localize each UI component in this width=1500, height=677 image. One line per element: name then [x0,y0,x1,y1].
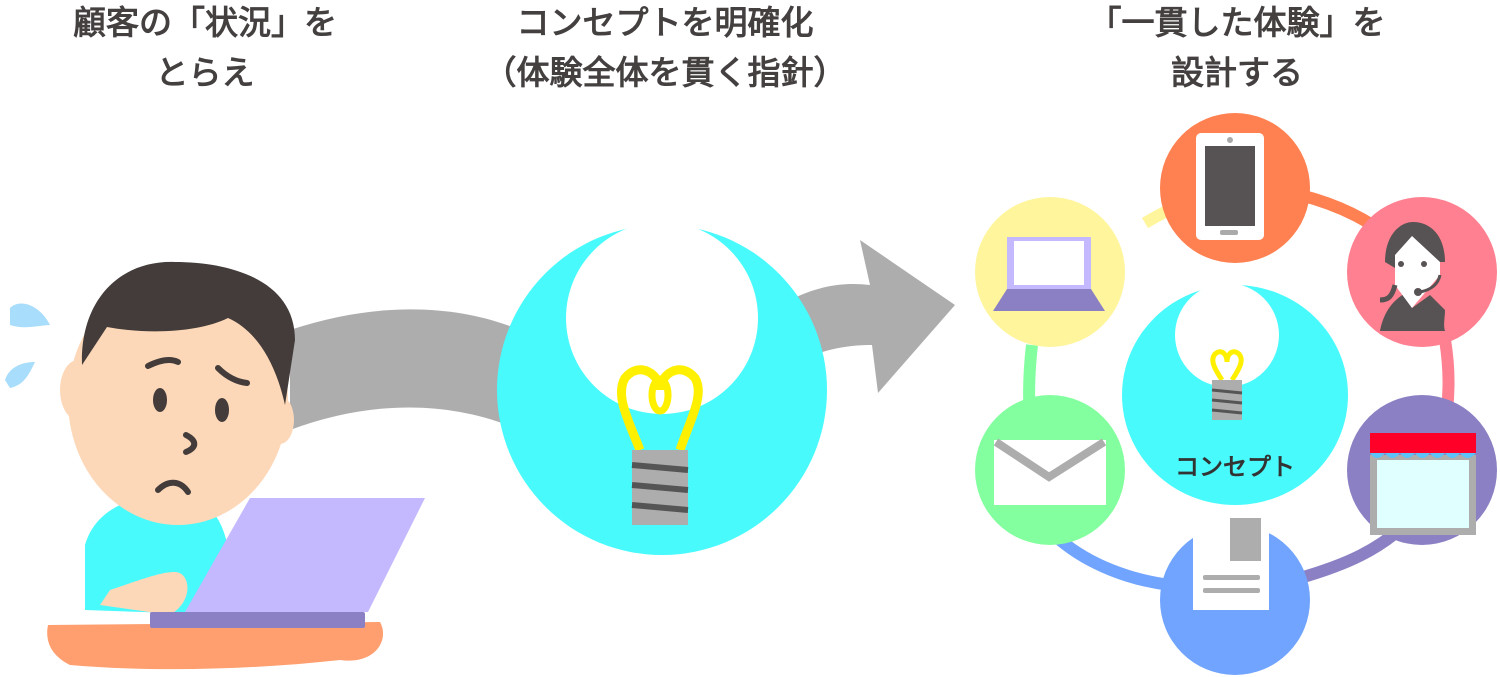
touchpoint-operator [1347,197,1497,347]
lightbulb-icon [616,365,703,525]
hub-concept: コンセプト [1122,283,1348,505]
step-3-title-line-1: 「一貫した体験」を [1089,3,1386,42]
touchpoint-mail [975,395,1125,545]
mail-icon [993,438,1107,505]
flow-arrow-icon [290,240,955,430]
step-1-title-line-2: とらえ [156,53,255,92]
step-2-title-line-2: （体験全体を貫く指針） [484,53,847,92]
laptop-screen-back [185,498,425,612]
step-3-title-line-2: 設計する [1171,53,1303,92]
document-icon [1193,510,1269,610]
desk [47,622,384,670]
store-icon [1370,433,1476,535]
touchpoint-document [1160,510,1310,675]
hub-label: コンセプト [1175,453,1295,481]
step-1-title-line-1: 顧客の「状況」を [73,3,337,42]
lightbulb-icon [1210,349,1244,382]
step-2-title: コンセプトを明確化 （体験全体を貫く指針） [484,3,847,92]
sweat-drop-icon [5,362,35,388]
sweat-drop-icon [10,303,50,328]
touchpoint-store [1347,395,1497,545]
concept-lightbulb [497,222,827,555]
touchpoint-smartphone [1160,113,1310,263]
smartphone-icon [1196,133,1264,240]
step-2-title-line-1: コンセプトを明確化 [517,3,814,42]
step-3-title: 「一貫した体験」を 設計する [1089,3,1386,92]
step-1-title: 顧客の「状況」を とらえ [73,3,337,92]
operator-headset-icon [1379,222,1445,331]
touchpoint-laptop [975,197,1125,347]
worried-person-illustration [5,261,425,670]
laptop-icon [993,237,1105,311]
